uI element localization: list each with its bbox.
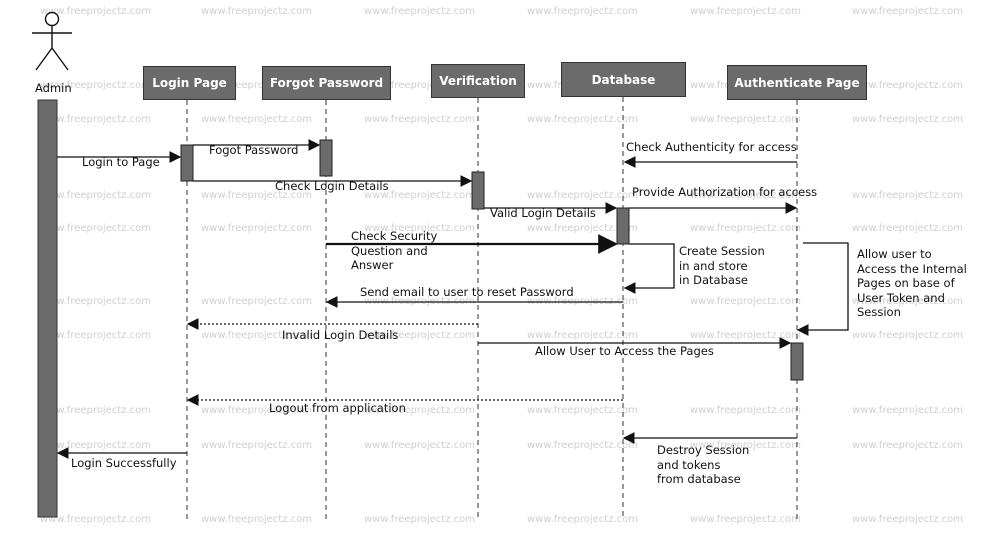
lifeline-header-database: Database [561,62,686,97]
watermark-text: www.freeprojectz.com [40,514,152,525]
watermark-text: www.freeprojectz.com [690,6,802,17]
actor-label: Admin [35,81,72,95]
msg-invalid-login-details: Invalid Login Details [282,328,399,342]
watermark-text: www.freeprojectz.com [852,6,964,17]
watermark-text: www.freeprojectz.com [852,405,964,416]
watermark-text: www.freeprojectz.com [40,405,152,416]
msg-allow-internal-pages: Allow user to Access the Internal Pages … [857,247,967,319]
msg-login-successfully: Login Successfully [71,456,177,470]
watermark-text: www.freeprojectz.com [852,296,964,307]
watermark-text: www.freeprojectz.com [40,190,152,201]
msg-allow-access-pages: Allow User to Access the Pages [535,344,714,358]
msg-destroy-session: Destroy Session and tokens from database [657,443,750,486]
watermark-text: www.freeprojectz.com [364,514,476,525]
watermark-text: www.freeprojectz.com [40,80,152,91]
watermark-text: www.freeprojectz.com [852,190,964,201]
msg-forgot-password: Fogot Password [209,143,299,157]
activation-database [616,207,630,245]
msg-provide-authorization: Provide Authorization for access [632,185,818,199]
watermark-text: www.freeprojectz.com [690,114,802,125]
watermark-text: www.freeprojectz.com [201,514,313,525]
watermark-text: www.freeprojectz.com [201,440,313,451]
watermark-text: www.freeprojectz.com [40,296,152,307]
watermark-text: www.freeprojectz.com [201,330,313,341]
watermark-text: www.freeprojectz.com [527,514,639,525]
watermark-text: www.freeprojectz.com [364,190,476,201]
watermark-text: www.freeprojectz.com [527,223,639,234]
lifeline-header-login-page: Login Page [143,66,236,100]
admin-lifeline-bar [37,99,58,518]
watermark-text: www.freeprojectz.com [364,6,476,17]
arrow-create-session [623,243,675,294]
watermark-text: www.freeprojectz.com [40,330,152,341]
watermark-text: www.freeprojectz.com [852,330,964,341]
watermark-text: www.freeprojectz.com [527,6,639,17]
watermark-text: www.freeprojectz.com [527,190,639,201]
watermark-text: www.freeprojectz.com [852,114,964,125]
watermark-text: www.freeprojectz.com [690,440,802,451]
watermark-text: www.freeprojectz.com [364,405,476,416]
activation-verification [471,171,485,210]
msg-check-login-details: Check Login Details [275,179,389,193]
watermark-text: www.freeprojectz.com [527,440,639,451]
watermark-text: www.freeprojectz.com [852,223,964,234]
watermark-text: www.freeprojectz.com [40,440,152,451]
watermark-text: www.freeprojectz.com [201,296,313,307]
watermark-text: www.freeprojectz.com [852,80,964,91]
watermark-text: www.freeprojectz.com [527,405,639,416]
lifeline-header-verification: Verification [431,64,525,98]
msg-send-email: Send email to user to reset Password [360,285,574,299]
watermark-text: www.freeprojectz.com [40,114,152,125]
msg-login-to-page: Login to Page [82,155,160,169]
watermark-text: www.freeprojectz.com [690,223,802,234]
watermark-text: www.freeprojectz.com [690,296,802,307]
msg-create-session: Create Session in and store in Database [679,244,765,287]
watermark-text: www.freeprojectz.com [364,440,476,451]
watermark-text: www.freeprojectz.com [201,114,313,125]
watermark-text: www.freeprojectz.com [40,223,152,234]
watermark-text: www.freeprojectz.com [690,190,802,201]
watermark-text: www.freeprojectz.com [527,330,639,341]
watermark-text: www.freeprojectz.com [690,405,802,416]
watermark-text: www.freeprojectz.com [364,114,476,125]
watermark-text: www.freeprojectz.com [201,6,313,17]
activation-authenticate-page [790,342,804,381]
lifeline-header-authenticate-page: Authenticate Page [727,65,867,100]
actor-icon [32,11,72,71]
watermark-text: www.freeprojectz.com [201,405,313,416]
watermark-text: www.freeprojectz.com [852,514,964,525]
watermark-text: www.freeprojectz.com [201,80,313,91]
watermark-text: www.freeprojectz.com [40,6,152,17]
msg-logout: Logout from application [269,401,406,415]
watermark-text: www.freeprojectz.com [364,223,476,234]
watermark-text: www.freeprojectz.com [527,114,639,125]
watermark-text: www.freeprojectz.com [201,223,313,234]
msg-check-security-question: Check Security Question and Answer [351,229,438,272]
watermark-text: www.freeprojectz.com [364,80,476,91]
watermark-text: www.freeprojectz.com [690,330,802,341]
lifeline-header-forgot-password: Forgot Password [262,66,391,100]
arrow-allow-internal-pages [796,242,849,336]
msg-check-authenticity: Check Authenticity for access [626,140,797,154]
watermark-text: www.freeprojectz.com [201,190,313,201]
watermark-text: www.freeprojectz.com [690,514,802,525]
activation-forgot-password [319,139,333,177]
activation-login-page [180,144,194,182]
msg-valid-login-details: Valid Login Details [490,206,596,220]
watermark-text: www.freeprojectz.com [852,440,964,451]
watermark-text: www.freeprojectz.com [364,330,476,341]
